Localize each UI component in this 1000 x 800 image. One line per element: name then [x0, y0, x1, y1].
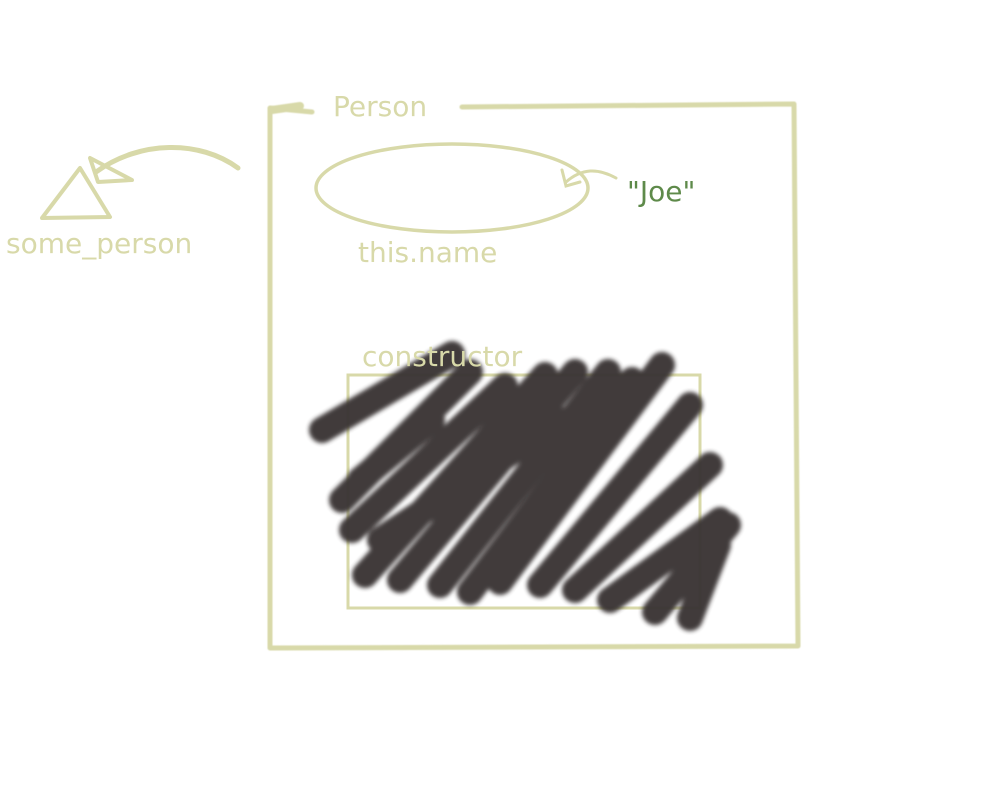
property-slot	[314, 142, 590, 234]
class-box	[267, 101, 801, 651]
variable-name-label: some_person	[6, 227, 193, 260]
arrow-icon	[88, 145, 241, 184]
triangle-icon	[40, 166, 112, 220]
string-value-label: "Joe"	[627, 175, 696, 208]
property-name-label: this.name	[358, 236, 498, 269]
class-name-label: Person	[333, 90, 428, 123]
value-arrow-icon	[560, 168, 618, 188]
constructor-label: constructor	[362, 340, 523, 373]
scribble-overlay	[309, 341, 741, 631]
